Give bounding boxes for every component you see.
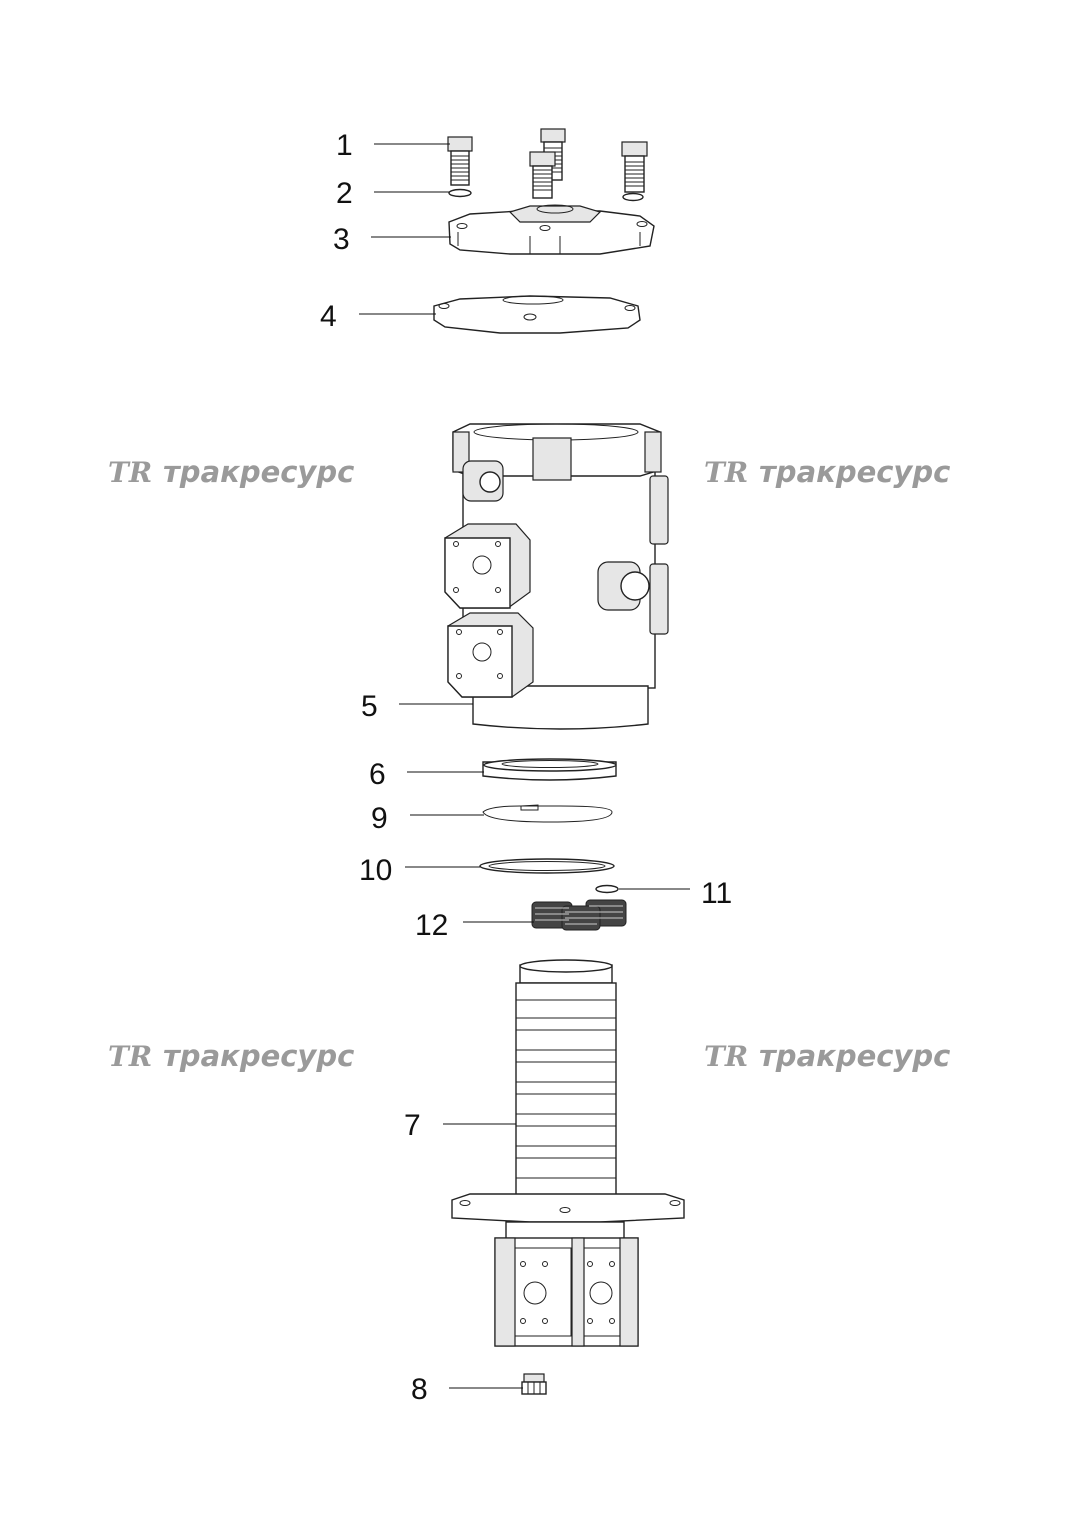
gasket-plate <box>433 295 641 334</box>
callout: 3 <box>333 223 451 256</box>
callout-label: 10 <box>359 854 392 887</box>
watermark-text: тракресурс <box>759 455 950 489</box>
snap-ring <box>482 804 613 823</box>
callout: 10 <box>359 854 481 887</box>
callout-label: 8 <box>411 1373 428 1406</box>
callout-label: 7 <box>404 1109 421 1142</box>
seal-ring <box>482 758 617 781</box>
o-ring <box>479 858 615 874</box>
watermark: TR тракресурс <box>108 1039 354 1073</box>
watermark-logo: TR <box>704 1040 748 1073</box>
watermark-text: тракресурс <box>759 1039 950 1073</box>
bolts <box>447 128 648 199</box>
callout-label: 11 <box>701 877 732 910</box>
callout-label: 1 <box>336 129 353 162</box>
callout: 11 <box>619 877 732 910</box>
callout: 12 <box>415 909 534 942</box>
callout: 9 <box>371 802 484 835</box>
callout: 4 <box>320 300 436 333</box>
watermark-logo: TR <box>704 456 748 489</box>
callout-label: 3 <box>333 223 350 256</box>
watermark: TR тракресурс <box>704 1039 950 1073</box>
callout: 7 <box>404 1109 516 1142</box>
bolt <box>447 136 473 186</box>
callout-label: 2 <box>336 177 353 210</box>
plug <box>521 1373 547 1395</box>
small-seal <box>595 884 619 894</box>
callout: 8 <box>411 1373 523 1406</box>
watermark-logo: TR <box>108 456 152 489</box>
callout-label: 6 <box>369 758 386 791</box>
bolt <box>529 151 556 199</box>
watermark-logo: TR <box>108 1040 152 1073</box>
callout-label: 12 <box>415 909 448 942</box>
watermark: TR тракресурс <box>704 455 950 489</box>
callout: 6 <box>369 758 484 791</box>
washers <box>448 188 644 202</box>
callout-label: 9 <box>371 802 388 835</box>
callout-label: 4 <box>320 300 337 333</box>
center-shaft <box>451 959 685 1347</box>
bolt <box>621 141 648 193</box>
cover-plate <box>448 204 655 255</box>
swivel-housing <box>444 423 669 730</box>
callout: 2 <box>336 177 449 210</box>
callout: 1 <box>336 129 450 162</box>
callout-label: 5 <box>361 690 378 723</box>
watermark-text: тракресурс <box>163 455 354 489</box>
callout: 5 <box>361 690 473 723</box>
watermark: TR тракресурс <box>108 455 354 489</box>
seal-pack <box>531 899 627 931</box>
watermark-text: тракресурс <box>163 1039 354 1073</box>
